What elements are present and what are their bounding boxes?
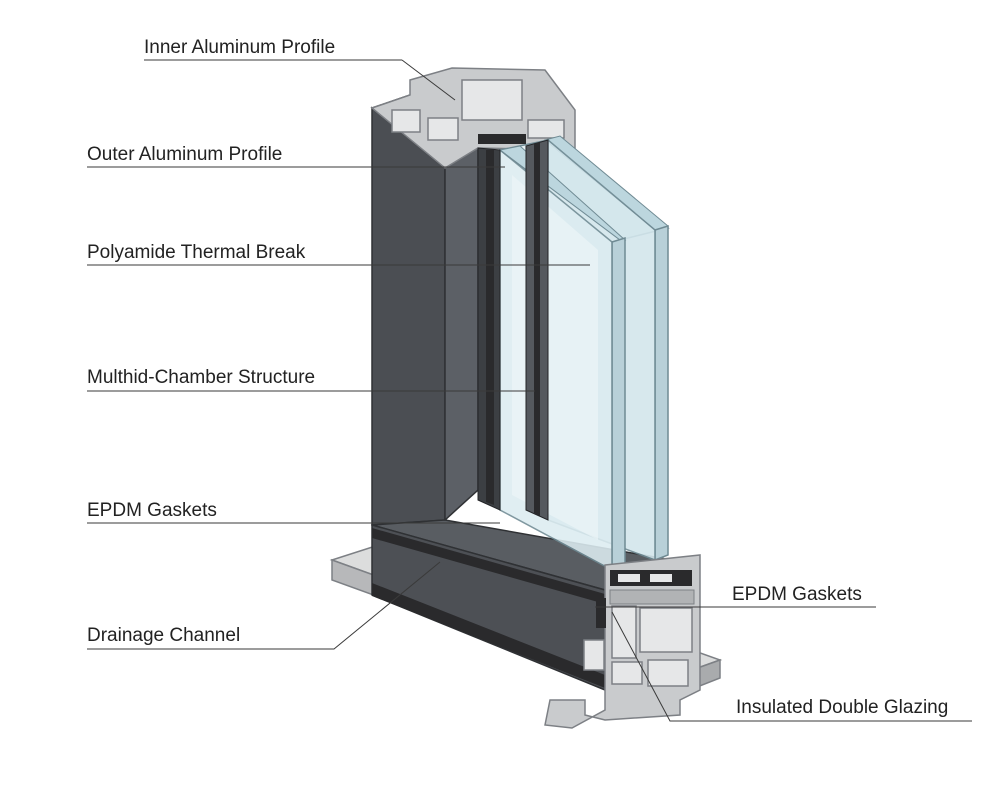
- label-insulated-double-glazing: Insulated Double Glazing: [611, 611, 972, 722]
- label-inner-aluminum-profile: Inner Aluminum Profile: [144, 37, 456, 101]
- svg-text:EPDM Gaskets: EPDM Gaskets: [732, 584, 862, 605]
- label-drainage-channel: Drainage Channel: [87, 561, 441, 650]
- top-profile-cross-section: [370, 67, 576, 169]
- label-polyamide-thermal-break: Polyamide Thermal Break: [87, 242, 590, 266]
- svg-text:EPDM Gaskets: EPDM Gaskets: [87, 500, 217, 521]
- label-epdm-gaskets-left: EPDM Gaskets: [87, 500, 500, 524]
- svg-text:Insulated Double Glazing: Insulated Double Glazing: [736, 697, 948, 718]
- svg-text:Inner Aluminum Profile: Inner Aluminum Profile: [144, 37, 335, 58]
- label-multi-chamber-structure: Multhid-Chamber Structure: [87, 367, 535, 392]
- bottom-profile-cross-section: [544, 554, 701, 729]
- label-outer-aluminum-profile: Outer Aluminum Profile: [87, 144, 505, 168]
- svg-text:Multhid-Chamber Structure: Multhid-Chamber Structure: [87, 367, 315, 388]
- svg-text:Outer Aluminum Profile: Outer Aluminum Profile: [87, 144, 282, 165]
- label-epdm-gaskets-right: EPDM Gaskets: [595, 584, 876, 608]
- svg-text:Polyamide Thermal Break: Polyamide Thermal Break: [87, 242, 306, 263]
- svg-text:Drainage Channel: Drainage Channel: [87, 625, 240, 646]
- insulated-glass-unit: [498, 135, 670, 572]
- frame-left-jamb: [370, 94, 480, 526]
- sash-left-stile: [477, 139, 549, 521]
